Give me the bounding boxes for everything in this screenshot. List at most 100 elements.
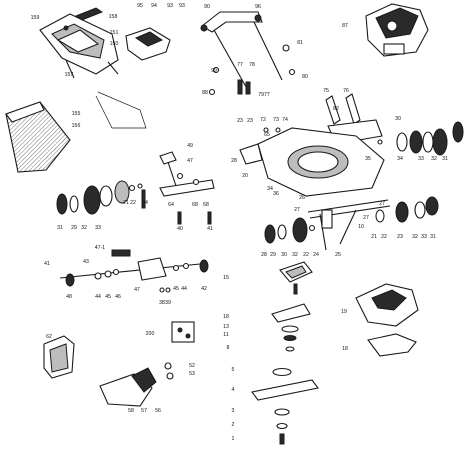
callout-label: 57: [141, 408, 147, 414]
callout-label: 56: [155, 408, 161, 414]
callout-label: 72: [260, 117, 266, 123]
callout-label: 21: [123, 200, 129, 206]
callout-label: 45: [173, 286, 179, 292]
callout-label: 32: [431, 156, 437, 162]
callout-label: 87: [342, 23, 348, 29]
callout-label: 36: [273, 191, 279, 197]
grass-catcher-bag: [5, 101, 71, 173]
callout-label: 27: [294, 207, 300, 213]
callout-label: 46: [115, 294, 121, 300]
callout-label: 31: [430, 234, 436, 240]
callout-label: 38: [159, 300, 165, 306]
callout-label: 65: [264, 132, 270, 138]
callout-label: 58: [128, 408, 134, 414]
callout-label: 157: [65, 72, 74, 78]
callout-label: 5: [232, 367, 235, 373]
callout-label: 23: [397, 234, 403, 240]
callout-label: 20: [242, 173, 248, 179]
callout-label: 45: [105, 294, 111, 300]
callout-label: 40: [177, 226, 183, 232]
callout-label: 26: [299, 195, 305, 201]
callout-label: 8: [227, 345, 230, 351]
callout-label: 99: [211, 68, 217, 74]
callout-label: 94: [151, 3, 157, 9]
callout-label: 200: [146, 331, 155, 337]
callout-label: 3: [232, 408, 235, 414]
callout-label: 80: [302, 74, 308, 80]
catcher-bag-frame: [95, 91, 147, 129]
callout-label: 35: [365, 156, 371, 162]
callout-label: 19: [341, 309, 347, 315]
callout-label: 15: [223, 275, 229, 281]
callout-label: 90: [204, 4, 210, 10]
callout-label: 18: [342, 346, 348, 352]
callout-label: 68: [192, 202, 198, 208]
callout-label: 24: [313, 252, 319, 258]
callout-label: 76: [343, 88, 349, 94]
callout-label: 24: [142, 200, 148, 206]
callout-label: 150: [110, 41, 119, 47]
callout-label: 39: [165, 300, 171, 306]
callout-label: 1: [232, 436, 235, 442]
callout-label: 22: [303, 252, 309, 258]
callout-label: 73: [273, 117, 279, 123]
callout-label: 34: [267, 186, 273, 192]
callout-label: 159: [31, 15, 40, 21]
callout-label: 41: [207, 226, 213, 232]
callout-label: 32: [412, 234, 418, 240]
spring: [111, 249, 131, 257]
callout-label: 32: [81, 225, 87, 231]
callout-label: 33: [421, 234, 427, 240]
cover-62: [43, 335, 75, 379]
callout-label: 28: [231, 158, 237, 164]
callout-label: 47: [187, 158, 193, 164]
rear-right-wheel-set: [377, 121, 464, 156]
callout-label: 27: [363, 215, 369, 221]
callout-label: 21: [371, 234, 377, 240]
callout-label: 155: [72, 111, 81, 117]
callout-label: 41: [44, 261, 50, 267]
hardware-kit-200: [171, 321, 195, 343]
callout-label: 30: [281, 252, 287, 258]
callout-label: 28: [261, 252, 267, 258]
upper-handle: [200, 11, 296, 96]
catcher-lid: [125, 27, 171, 61]
front-left-wheel-set: [56, 180, 146, 215]
mulch-plug: [99, 362, 174, 407]
callout-label: 44: [95, 294, 101, 300]
rear-axle-assembly: [59, 257, 209, 293]
callout-label: 95: [137, 3, 143, 9]
callout-label: 2: [232, 422, 235, 428]
callout-label: 151: [110, 30, 119, 36]
callout-label: 81: [297, 40, 303, 46]
callout-label: 74: [282, 117, 288, 123]
callout-label: 32: [292, 252, 298, 258]
callout-label: 7977: [258, 92, 270, 98]
callout-label: 53: [189, 371, 195, 377]
catcher-top-frame: [39, 7, 119, 79]
callout-label: 31: [57, 225, 63, 231]
callout-label: 77: [237, 62, 243, 68]
callout-label: 27: [379, 201, 385, 207]
blade-stack: [251, 303, 319, 445]
callout-label: 23: [247, 118, 253, 124]
callout-label: 13: [223, 324, 229, 330]
callout-label: 30: [395, 116, 401, 122]
height-adjust-lever: [159, 151, 215, 225]
callout-label: 47: [134, 287, 140, 293]
callout-label: 49: [187, 143, 193, 149]
callout-label: 158: [109, 14, 118, 20]
callout-label: 18: [223, 314, 229, 320]
callout-label: 78: [249, 62, 255, 68]
callout-label: 29: [71, 225, 77, 231]
callout-label: 96: [255, 4, 261, 10]
callout-label: 22: [130, 200, 136, 206]
callout-label: 62: [46, 334, 52, 340]
callout-label: 64: [168, 202, 174, 208]
callout-label: 33: [418, 156, 424, 162]
front-axle-assembly: [264, 196, 439, 251]
side-discharge-chute: [355, 283, 419, 357]
